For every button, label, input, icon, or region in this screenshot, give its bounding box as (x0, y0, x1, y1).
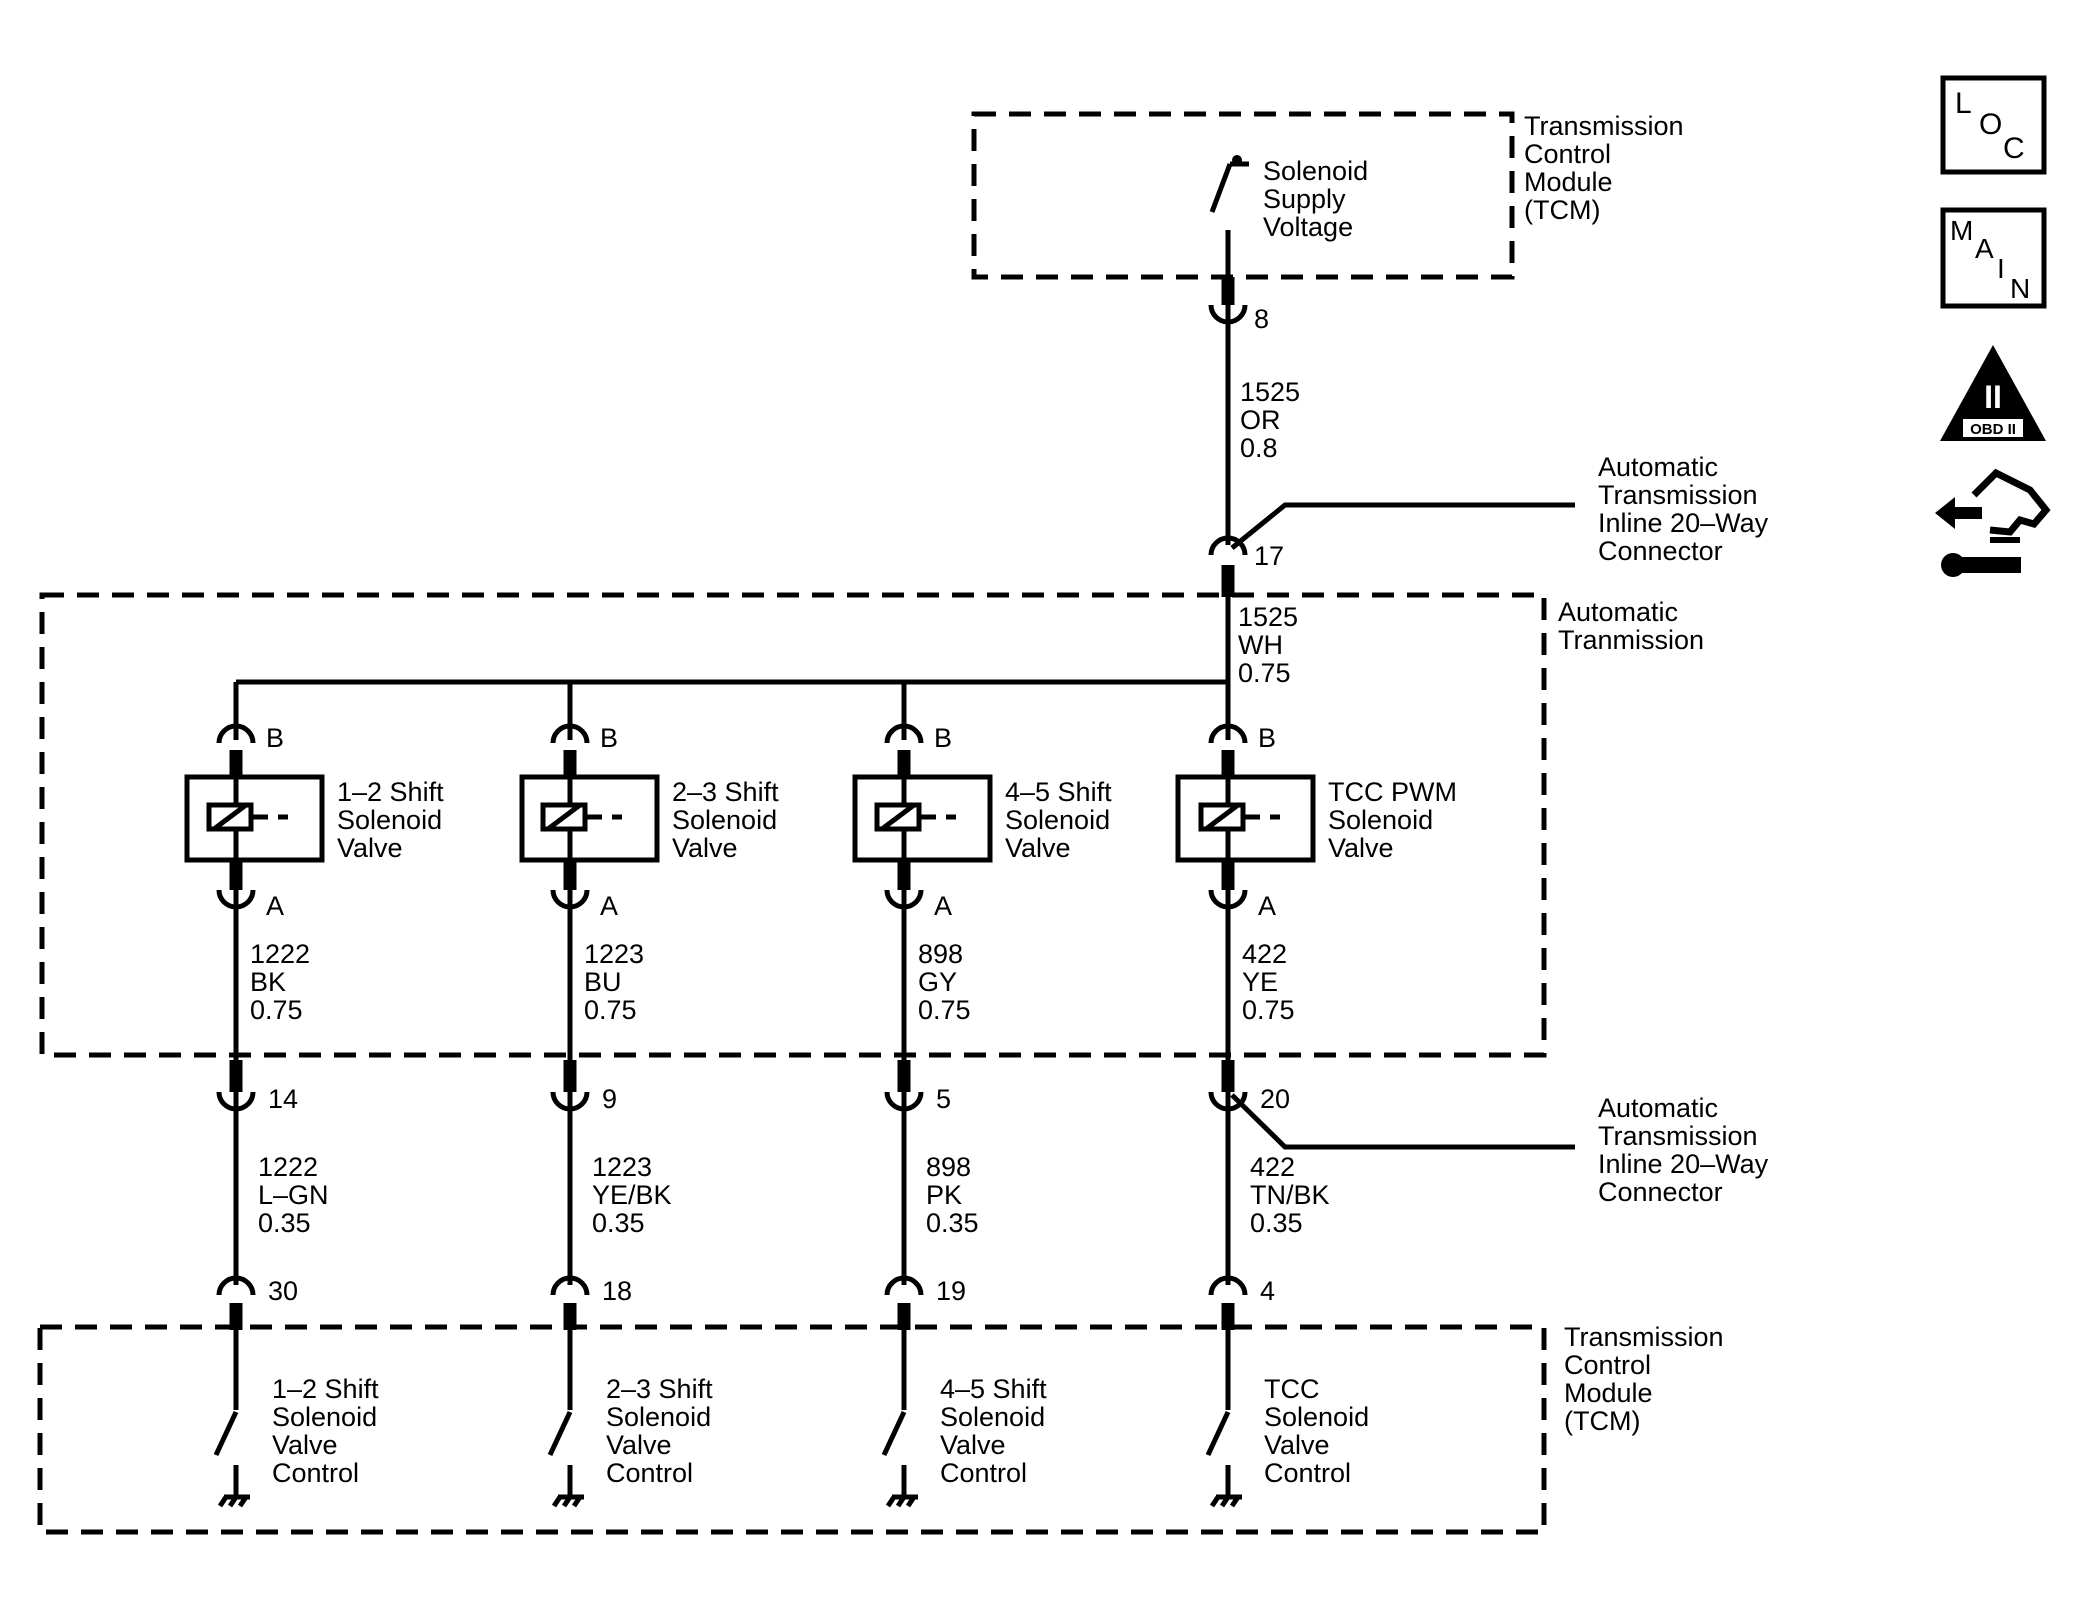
pin-b-connector (550, 723, 590, 744)
tcm-pin-connector (550, 1275, 590, 1296)
tcm-top-module: Solenoid Supply Voltage Transmission Con… (971, 111, 1691, 280)
tcm-pin-label: 30 (268, 1276, 298, 1306)
pin-b-label: B (934, 723, 952, 753)
pin-a-label: A (1258, 891, 1276, 921)
supply-switch (1209, 163, 1233, 213)
supply-label: Solenoid Supply Voltage (1263, 156, 1376, 242)
tcm-top-boundary (971, 111, 1515, 280)
inline-connector-pin: 9 (602, 1084, 617, 1114)
svg-text:C: C (2003, 132, 2025, 165)
tcm-pin-label: 19 (936, 1276, 966, 1306)
pin-a-label: A (934, 891, 952, 921)
control-switch (547, 1410, 573, 1457)
tcm-pin-8: 8 (1208, 277, 1269, 334)
control-switch (881, 1410, 907, 1457)
pin-a-label: A (266, 891, 284, 921)
svg-text:O: O (1979, 108, 2002, 141)
pin-b-label: B (600, 723, 618, 753)
svg-text:OBD II: OBD II (1970, 421, 2016, 438)
pin-b-connector (884, 723, 924, 744)
pin-b-label: B (1258, 723, 1276, 753)
obd-ii-icon[interactable]: II OBD II (1940, 345, 2046, 441)
automatic-transmission: Automatic Tranmission 1525 WH 0.75 (39, 592, 1704, 1058)
pin-b-connector (1208, 723, 1248, 744)
control-switch (213, 1410, 239, 1457)
wire-1525-wh-label: 1525 WH 0.75 (1238, 602, 1306, 688)
svg-text:8: 8 (1254, 304, 1269, 334)
inline-connector-pin: 14 (268, 1084, 298, 1114)
tcm-pin-label: 18 (602, 1276, 632, 1306)
connector-bottom-label: Automatic Transmission Inline 20–Way Con… (1598, 1093, 1776, 1207)
tcm-top-label: Transmission Control Module (TCM) (1524, 111, 1691, 225)
control-switch (1205, 1410, 1231, 1457)
svg-text:L: L (1955, 87, 1972, 120)
svg-text:M: M (1950, 215, 1973, 246)
svg-text:17: 17 (1254, 541, 1284, 571)
inline-connector-pin: 20 (1260, 1084, 1290, 1114)
tcm-pin-label: 4 (1260, 1276, 1275, 1306)
main-icon[interactable]: M A I N (1940, 207, 2047, 309)
connector-bottom-leader (1230, 1093, 1575, 1150)
svg-text:II: II (1984, 379, 2002, 415)
svg-text:N: N (2010, 273, 2030, 304)
tcm-bottom-label: Transmission Control Module (TCM) (1564, 1322, 1731, 1436)
loc-icon[interactable]: L O C (1940, 75, 2047, 175)
inline-connector-pin: 5 (936, 1084, 951, 1114)
pin-b-connector (216, 723, 256, 744)
svg-text:A: A (1975, 233, 1994, 264)
tcm-pin-connector (1208, 1275, 1248, 1296)
svg-text:I: I (1997, 253, 2005, 284)
pin-b-label: B (266, 723, 284, 753)
connector-top-label: Automatic Transmission Inline 20–Way Con… (1598, 452, 1776, 566)
ground-distribution-icon[interactable] (1935, 468, 2051, 577)
tcm-bottom-boundary (37, 1324, 1547, 1535)
tcm-pin-connector (216, 1275, 256, 1296)
wire-top-label: 1525 OR 0.8 (1240, 377, 1308, 463)
tcm-pin-connector (884, 1275, 924, 1296)
tcm-bottom-module: Transmission Control Module (TCM) (37, 1322, 1731, 1535)
inline-connector-pin-17: 17 Automatic Transmission Inline 20–Way … (1208, 452, 1776, 597)
transmission-label: Automatic Tranmission (1558, 597, 1704, 655)
inline-connector-bottom: Automatic Transmission Inline 20–Way Con… (1230, 1093, 1776, 1207)
pin-a-label: A (600, 891, 618, 921)
transmission-boundary (39, 592, 1547, 1058)
connector-top-leader (1230, 502, 1575, 550)
